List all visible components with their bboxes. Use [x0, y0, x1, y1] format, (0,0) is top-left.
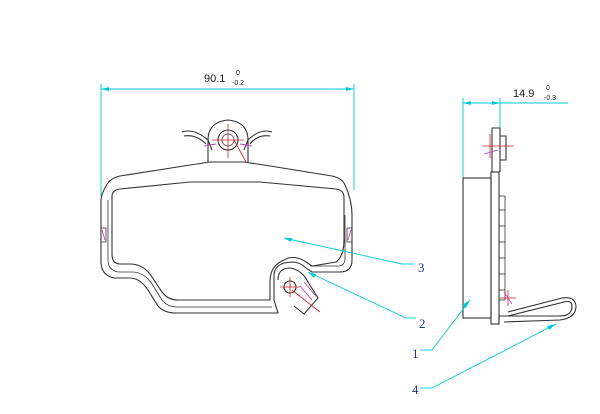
right-notch — [346, 227, 352, 243]
thickness-dimension: 14.9 0 -0.3 — [462, 85, 568, 178]
side-view: 14.9 0 -0.3 — [412, 85, 577, 397]
callout-1: 1 — [412, 346, 419, 361]
leader-2: 2 — [307, 271, 426, 331]
left-notch — [101, 227, 107, 243]
width-dimension: 90.1 0 -0.2 — [100, 70, 355, 196]
sensor-boss — [277, 267, 321, 315]
width-value: 90.1 — [204, 73, 225, 85]
thickness-value: 14.9 — [513, 88, 534, 100]
callout-4: 4 — [412, 382, 419, 397]
thickness-tol-lower: -0.3 — [544, 95, 556, 102]
friction-material — [111, 181, 345, 301]
backing-plate-inner — [107, 200, 346, 308]
callout-3: 3 — [418, 260, 425, 275]
leader-3: 3 — [283, 237, 425, 275]
backing-plate-outline — [100, 161, 353, 314]
callout-2: 2 — [419, 316, 426, 331]
top-clip — [181, 119, 273, 163]
side-steps — [499, 195, 506, 301]
leader-4: 4 — [412, 323, 557, 397]
width-tol-lower: -0.2 — [232, 80, 244, 87]
wear-sensor-clip — [498, 290, 577, 324]
thickness-tol-upper: 0 — [546, 85, 550, 92]
front-view: 90.1 0 -0.2 — [100, 70, 426, 331]
backing-plate — [490, 171, 500, 325]
friction-block — [462, 177, 492, 319]
leader-1: 1 — [412, 299, 471, 361]
width-tol-upper: 0 — [236, 70, 240, 77]
